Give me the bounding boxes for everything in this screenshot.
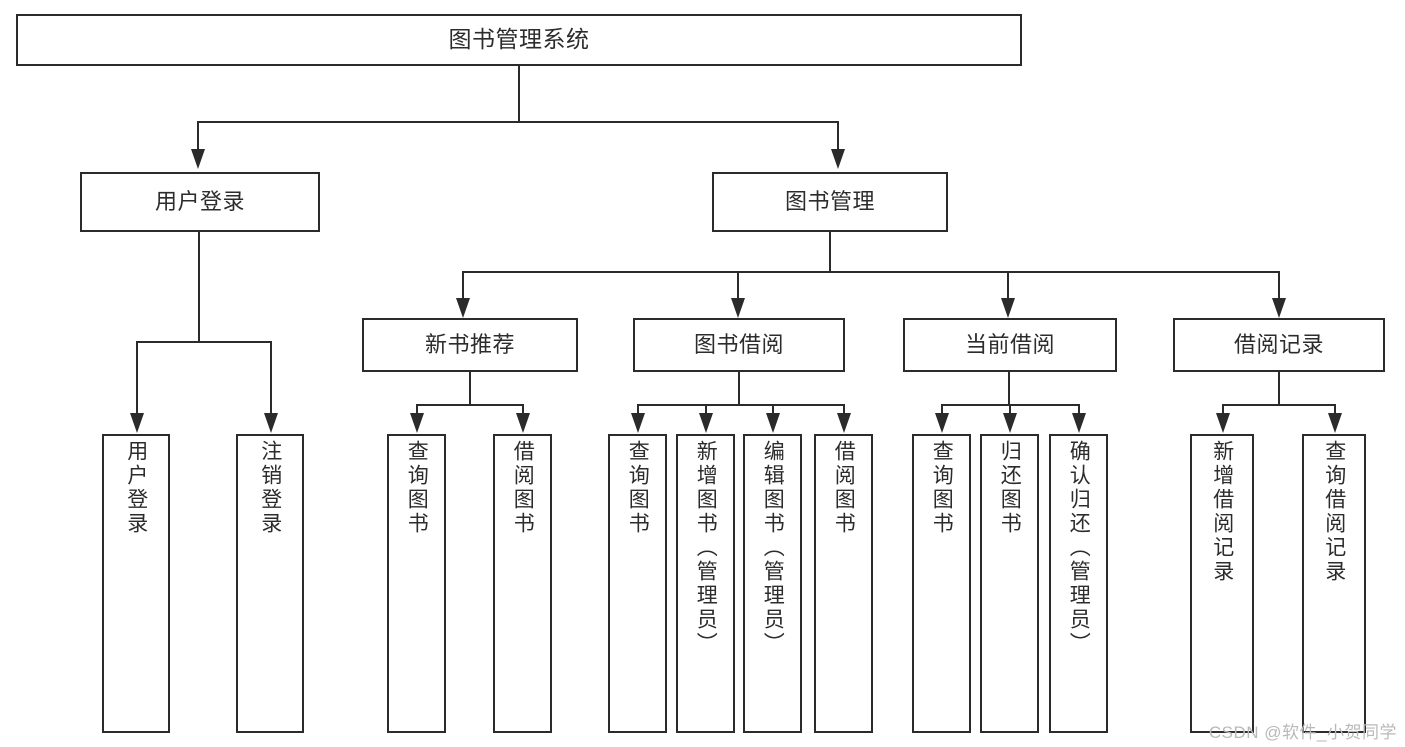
leaf-confirm-return-admin[interactable]: 确认归还（管理员） xyxy=(1049,434,1108,733)
leaf-label: 新增借阅记录 xyxy=(1210,440,1234,584)
leaf-label: 查询图书 xyxy=(405,440,429,536)
node-root-book-management-system[interactable]: 图书管理系统 xyxy=(16,14,1022,66)
arrow-to-leaf-borrow-book-1 xyxy=(516,413,530,433)
arrow-to-leaf-query-book-2 xyxy=(631,413,645,433)
leaf-query-book-current[interactable]: 查询图书 xyxy=(912,434,971,733)
leaf-user-login[interactable]: 用户登录 xyxy=(102,434,170,733)
connector-user-login-bus xyxy=(136,341,272,344)
node-borrow-record[interactable]: 借阅记录 xyxy=(1173,318,1385,372)
connector-level3-drop-1 xyxy=(462,271,465,298)
node-book-borrow[interactable]: 图书借阅 xyxy=(633,318,845,372)
arrow-to-leaf-logout xyxy=(264,413,278,433)
connector-level3-drop-3 xyxy=(1007,271,1010,298)
node-new-book-recommend[interactable]: 新书推荐 xyxy=(362,318,578,372)
arrow-to-leaf-user-login xyxy=(130,413,144,433)
leaf-edit-book-admin[interactable]: 编辑图书（管理员） xyxy=(743,434,802,733)
arrow-to-current-borrow xyxy=(1001,298,1015,318)
connector-book-management-stem xyxy=(829,232,832,273)
node-label: 新书推荐 xyxy=(424,332,515,358)
node-user-login[interactable]: 用户登录 xyxy=(80,172,320,232)
node-label: 借阅记录 xyxy=(1233,332,1324,358)
connector-current-borrow-drop-2 xyxy=(1009,404,1012,413)
arrow-to-leaf-borrow-book-2 xyxy=(837,413,851,433)
connector-borrow-record-drop-2 xyxy=(1334,404,1337,413)
node-book-management[interactable]: 图书管理 xyxy=(712,172,948,232)
connector-book-borrow-stem xyxy=(738,372,741,406)
arrow-to-leaf-query-book-1 xyxy=(410,413,424,433)
arrow-to-book-borrow xyxy=(731,298,745,318)
leaf-query-borrow-record[interactable]: 查询借阅记录 xyxy=(1302,434,1366,733)
arrow-to-leaf-confirm-return xyxy=(1072,413,1086,433)
arrow-to-leaf-query-book-3 xyxy=(935,413,949,433)
leaf-label: 归还图书 xyxy=(998,440,1022,536)
node-current-borrow[interactable]: 当前借阅 xyxy=(903,318,1117,372)
connector-level3-drop-2 xyxy=(737,271,740,298)
connector-user-login-drop-1 xyxy=(136,341,139,413)
leaf-label: 确认归还（管理员） xyxy=(1067,440,1091,656)
connector-user-login-stem xyxy=(198,232,201,343)
connector-level3-bus xyxy=(462,271,1280,274)
csdn-watermark: CSDN @软件_小贺同学 xyxy=(1208,723,1397,742)
connector-root-drop-left xyxy=(197,121,200,149)
arrow-to-leaf-add-record xyxy=(1216,413,1230,433)
node-label: 图书管理系统 xyxy=(448,26,590,53)
connector-root-drop-right xyxy=(837,121,840,149)
node-label: 用户登录 xyxy=(154,189,245,215)
connector-book-borrow-drop-1 xyxy=(637,404,640,413)
node-label: 图书借阅 xyxy=(693,332,784,358)
arrow-to-user-login xyxy=(191,149,205,169)
arrow-to-new-book-recommend xyxy=(456,298,470,318)
connector-level3-drop-4 xyxy=(1278,271,1281,298)
leaf-label: 用户登录 xyxy=(124,440,148,536)
leaf-return-book[interactable]: 归还图书 xyxy=(980,434,1039,733)
connector-book-borrow-bus xyxy=(637,404,845,407)
leaf-query-book-new-recommend[interactable]: 查询图书 xyxy=(387,434,446,733)
leaf-label: 编辑图书（管理员） xyxy=(761,440,785,656)
connector-new-book-drop-2 xyxy=(522,404,525,413)
connector-user-login-drop-2 xyxy=(270,341,273,413)
connector-root-stem xyxy=(518,66,521,122)
connector-borrow-record-stem xyxy=(1278,372,1281,406)
connector-book-borrow-drop-3 xyxy=(772,404,775,413)
leaf-label: 新增图书（管理员） xyxy=(694,440,718,656)
leaf-add-book-admin[interactable]: 新增图书（管理员） xyxy=(676,434,735,733)
arrow-to-borrow-record xyxy=(1272,298,1286,318)
arrow-to-leaf-add-book xyxy=(699,413,713,433)
leaf-add-borrow-record[interactable]: 新增借阅记录 xyxy=(1190,434,1254,733)
connector-current-borrow-stem xyxy=(1008,372,1011,406)
leaf-label: 查询图书 xyxy=(626,440,650,536)
leaf-label: 查询借阅记录 xyxy=(1322,440,1346,584)
leaf-label: 注销登录 xyxy=(258,440,282,536)
arrow-to-leaf-query-record xyxy=(1328,413,1342,433)
leaf-query-book-borrow[interactable]: 查询图书 xyxy=(608,434,667,733)
leaf-label: 借阅图书 xyxy=(832,440,856,536)
node-label: 图书管理 xyxy=(784,189,875,215)
connector-book-borrow-drop-4 xyxy=(843,404,846,413)
connector-current-borrow-drop-1 xyxy=(941,404,944,413)
leaf-borrow-book-new-recommend[interactable]: 借阅图书 xyxy=(493,434,552,733)
leaf-label: 借阅图书 xyxy=(511,440,535,536)
connector-new-book-drop-1 xyxy=(416,404,419,413)
connector-root-bus xyxy=(197,121,839,124)
arrow-to-leaf-edit-book xyxy=(766,413,780,433)
connector-new-book-bus xyxy=(416,404,524,407)
connector-book-borrow-drop-2 xyxy=(705,404,708,413)
leaf-label: 查询图书 xyxy=(930,440,954,536)
connector-borrow-record-drop-1 xyxy=(1222,404,1225,413)
arrow-to-leaf-return-book xyxy=(1003,413,1017,433)
arrow-to-book-management xyxy=(831,149,845,169)
node-label: 当前借阅 xyxy=(964,332,1055,358)
leaf-logout[interactable]: 注销登录 xyxy=(236,434,304,733)
leaf-borrow-book[interactable]: 借阅图书 xyxy=(814,434,873,733)
connector-current-borrow-drop-3 xyxy=(1078,404,1081,413)
connector-borrow-record-bus xyxy=(1222,404,1336,407)
connector-new-book-stem xyxy=(469,372,472,406)
